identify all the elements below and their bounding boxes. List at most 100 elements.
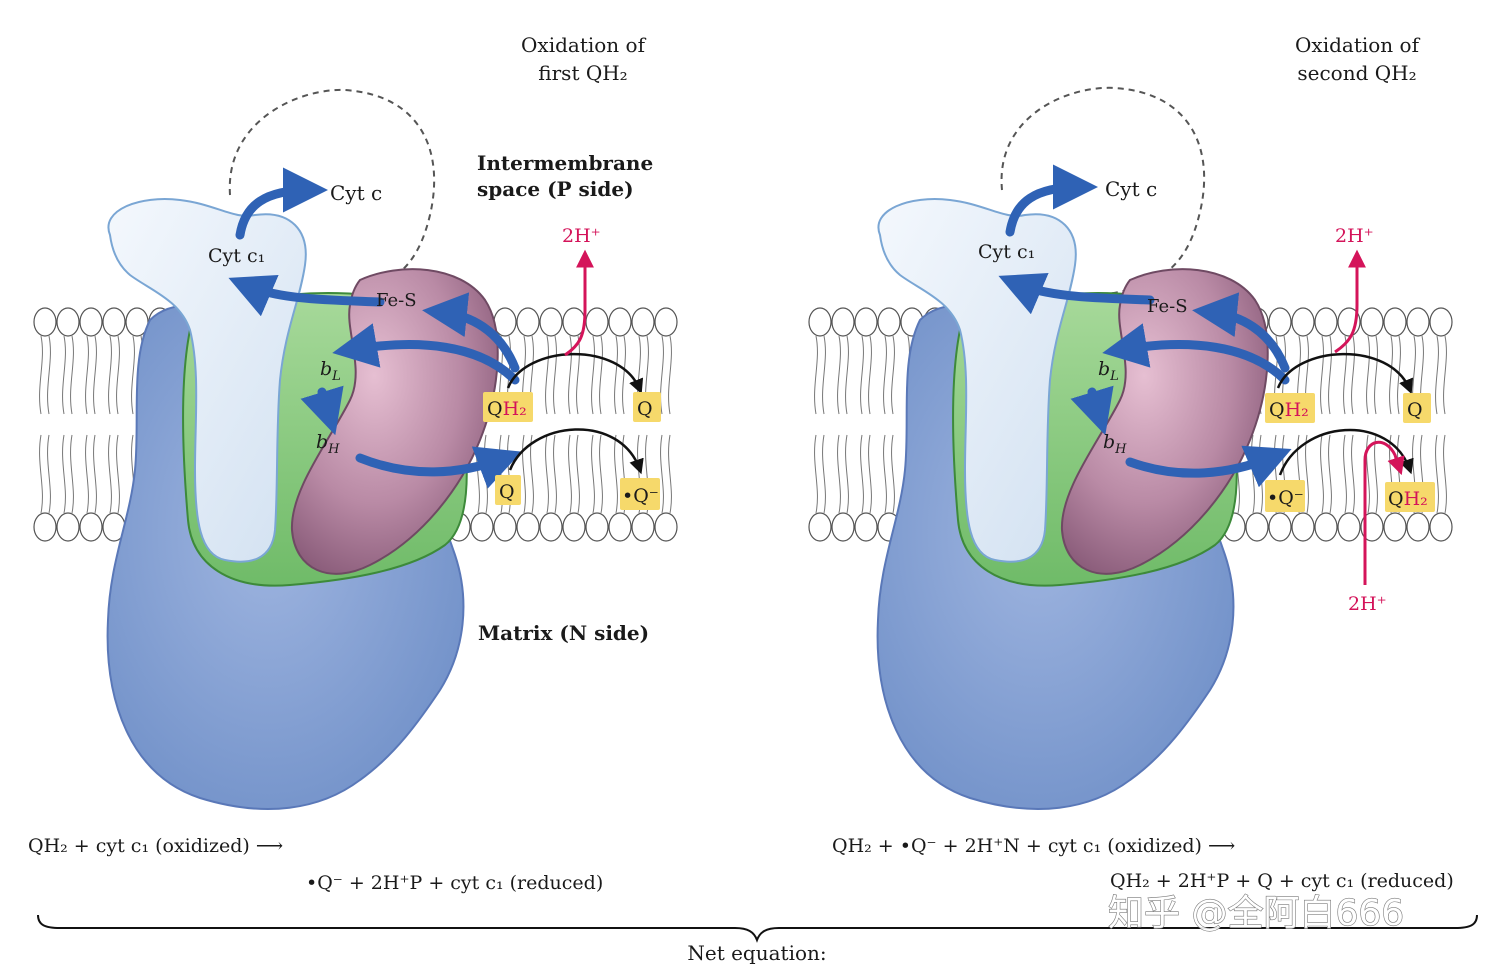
arrow-bh-to-q (355, 446, 522, 489)
arrow-bh-to-semiquinone (1125, 445, 1292, 488)
lipid-tail (845, 434, 849, 514)
site-semiquinone-label: •Q⁻ (622, 485, 659, 507)
arrow-c1-to-c (235, 167, 328, 240)
lipid-tail (668, 434, 672, 514)
arrow-qh2-to-fes (422, 292, 520, 373)
lipid-tail (814, 335, 818, 415)
lipid-head (470, 512, 494, 542)
lipid-tail (614, 335, 618, 415)
lipid-tail (1320, 434, 1324, 514)
proton-release-arrow (564, 249, 594, 357)
lipid-tail (576, 434, 580, 514)
lipid-head (33, 512, 57, 542)
lipid-head (1337, 512, 1361, 542)
equation-right-line1: QH₂ + •Q⁻ + 2H⁺N + cyt c₁ (oxidized) ⟶ (832, 835, 1235, 857)
site-semiquinone-box (620, 478, 660, 510)
lipid-head (1268, 307, 1292, 337)
lipid-tail (668, 335, 672, 415)
proton-top-label: 2H⁺ (562, 225, 601, 247)
lipid-head (854, 307, 878, 337)
lipid-tail (614, 434, 618, 514)
lipid-tail (860, 335, 864, 415)
lipid-tail (93, 335, 97, 415)
arrow-q-to-semiquinone (508, 428, 644, 475)
lipid-head (1291, 512, 1315, 542)
lipid-tail (822, 434, 826, 514)
lipid-tail (814, 434, 818, 514)
lipid-tail (545, 335, 549, 415)
lipid-tail (860, 434, 864, 514)
arrow-bl-to-bh (300, 385, 344, 436)
site-qh2-bottom-label: QH₂ (1388, 488, 1428, 510)
lipid-tail (1328, 434, 1332, 514)
lipid-tail (62, 434, 66, 514)
q-conversion-arrows (506, 352, 644, 475)
lipid-head (877, 307, 901, 337)
lipid-head (808, 512, 832, 542)
proton-top-label: 2H⁺ (1335, 225, 1374, 247)
panel-title-line2: first QH₂ (538, 61, 627, 85)
site-q-bottom-label: Q (499, 481, 515, 503)
lipid-head (33, 307, 57, 337)
lipid-head (1314, 512, 1338, 542)
lipid-tail (1366, 434, 1370, 514)
lipid-head (56, 307, 80, 337)
lipid-tail (591, 335, 595, 415)
site-qh2-label: QH₂ (487, 398, 527, 420)
lipid-tail (47, 434, 51, 514)
lipid-tail (845, 335, 849, 415)
intermembrane-label-line1: Intermembrane (477, 151, 653, 175)
cyt-c1-label: Cyt c₁ (208, 245, 265, 267)
lipid-head (831, 512, 855, 542)
lipid-head (79, 307, 103, 337)
site-q-bottom-box (495, 475, 521, 505)
q-conversion-arrows (1276, 352, 1414, 476)
panel-title-line1: Oxidation of (1295, 33, 1421, 57)
lipid-head (654, 512, 678, 542)
lipid-tail (85, 434, 89, 514)
lipid-head (1383, 307, 1407, 337)
lipid-tail (1320, 335, 1324, 415)
lipid-tail (545, 434, 549, 514)
site-qh2-box (1265, 393, 1315, 423)
arrow-qh2-to-q (1276, 352, 1414, 395)
lipid-tail (85, 335, 89, 415)
lipid-tail (1351, 434, 1355, 514)
b-l-label: bL (320, 358, 341, 384)
lipid-tail (70, 434, 74, 514)
lipid-tail (868, 434, 872, 514)
lipid-head (608, 512, 632, 542)
lipid-head (854, 512, 878, 542)
lipid-head (1406, 307, 1430, 337)
lipid-tail (837, 434, 841, 514)
lipid-head (539, 512, 563, 542)
lipid-head (1383, 512, 1407, 542)
site-q-label: Q (637, 398, 653, 420)
cyt-c-dashed-loop (1000, 86, 1206, 296)
arrow-qh2-to-q (506, 352, 644, 395)
proton-uptake-arrow (1363, 441, 1405, 585)
lipid-tail (837, 335, 841, 415)
site-qh2-box (483, 392, 533, 422)
lipid-head (79, 512, 103, 542)
lipid-head (1429, 307, 1453, 337)
matrix-label: Matrix (N side) (478, 621, 649, 645)
lipid-head (1314, 307, 1338, 337)
lipid-head (654, 307, 678, 337)
lipid-tail (1351, 335, 1355, 415)
lipid-tail (891, 335, 895, 415)
lipid-tail (116, 335, 120, 415)
cyt-c-label: Cyt c (330, 181, 382, 205)
site-q-box (1403, 393, 1431, 423)
lipid-tail (108, 335, 112, 415)
lipid-tail (822, 335, 826, 415)
arrow-c1-to-c (1005, 164, 1098, 237)
net-equation-brace (37, 914, 1478, 943)
lipid-tail (1443, 434, 1447, 514)
lipid-head (808, 307, 832, 337)
arrow-fes-to-c1 (228, 274, 385, 317)
equation-left-line1: QH₂ + cyt c₁ (oxidized) ⟶ (28, 835, 283, 857)
b-l-label: bL (1098, 358, 1119, 384)
equation-left-line2: •Q⁻ + 2H⁺P + cyt c₁ (reduced) (306, 872, 603, 894)
